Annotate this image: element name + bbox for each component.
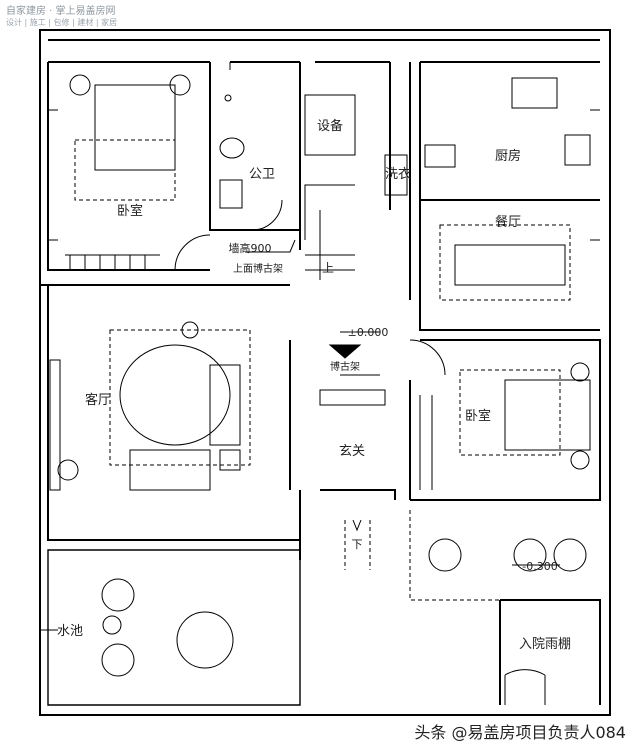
bedroom-nw-wall <box>47 62 210 271</box>
living-wall <box>40 284 301 560</box>
bedroom-e-wall <box>410 339 601 501</box>
living-east-wall <box>289 340 301 560</box>
wardrobe-e <box>419 395 433 490</box>
annotation-step-down: 下 <box>352 538 363 551</box>
sink <box>219 179 243 209</box>
washing-machine <box>384 154 408 196</box>
bed-e <box>504 379 591 451</box>
footer-credit: 头条 @易盖房项目负责人084 <box>410 719 630 743</box>
kitchen-wall-s <box>419 62 600 201</box>
yard-area <box>47 549 301 706</box>
garden-tree-3 <box>553 538 587 572</box>
annotation-shelf: 博古架 <box>330 360 360 373</box>
plant-yard <box>176 611 234 669</box>
annotation-level-step: -0.300 <box>522 560 557 573</box>
floor-lamp <box>181 321 199 339</box>
watermark: 自家建房 · 掌上易盖房网 设计 | 施工 | 包修 | 建材 | 家居 <box>6 6 117 28</box>
room-label-carport: 入院雨棚 <box>519 637 571 652</box>
room-label-laundry: 洗衣 <box>385 166 411 182</box>
room-label-toilet: 公卫 <box>249 167 275 182</box>
room-label-bedroom-e: 卧室 <box>465 408 491 424</box>
room-label-equipment: 设备 <box>317 118 343 134</box>
wardrobe-nw <box>65 254 160 270</box>
kitchen-wall-w <box>389 62 411 300</box>
room-label-dining: 餐厅 <box>495 214 521 230</box>
annotation-wall-height: 墙高900 <box>229 241 272 255</box>
annotation-shelf-above: 上面博古架 <box>233 262 283 275</box>
stair-flight <box>304 184 355 280</box>
coffee-rug <box>119 344 231 446</box>
watermark-tags: 设计 | 施工 | 包修 | 建材 | 家居 <box>6 18 118 27</box>
garden-tree-2 <box>513 538 547 572</box>
leader-wall-height <box>245 239 296 253</box>
watermark-title: 自家建房 · 掌上易盖房网 <box>6 6 116 17</box>
entrance-wall <box>320 489 396 500</box>
room-label-living: 客厅 <box>85 392 111 408</box>
dining-wall <box>419 200 600 331</box>
tv-cabinet <box>49 359 61 491</box>
kitchen-sink <box>564 134 591 166</box>
display-shelf <box>319 389 386 406</box>
stove <box>511 77 558 109</box>
nightstand-lamp-right <box>169 74 191 96</box>
toilet-wall <box>209 62 300 231</box>
equipment-room <box>304 94 356 156</box>
room-label-entrance: 玄关 <box>339 444 365 459</box>
room-label-kitchen: 厨房 <box>495 148 521 164</box>
annotation-level-main: ±0.000 <box>348 326 389 339</box>
garden-tree-1 <box>428 538 462 572</box>
annotation-stair-up: 上 <box>322 261 334 275</box>
nightstand-lamp-left <box>69 74 91 96</box>
bed-nw <box>94 84 176 171</box>
carport-wall <box>499 599 601 705</box>
sofa-bottom <box>129 449 211 491</box>
lounge-chair-1 <box>101 578 135 612</box>
round-table <box>102 615 122 635</box>
sofa-right <box>209 364 241 446</box>
lounge-chair-2 <box>101 643 135 677</box>
outer-wall <box>39 29 611 716</box>
fridge <box>424 144 456 168</box>
dining-table <box>454 244 566 286</box>
room-label-bedroom-nw: 卧室 <box>117 203 143 219</box>
side-table <box>219 449 241 471</box>
room-label-pool: 水池 <box>57 624 83 639</box>
toilet-bowl <box>219 137 245 159</box>
